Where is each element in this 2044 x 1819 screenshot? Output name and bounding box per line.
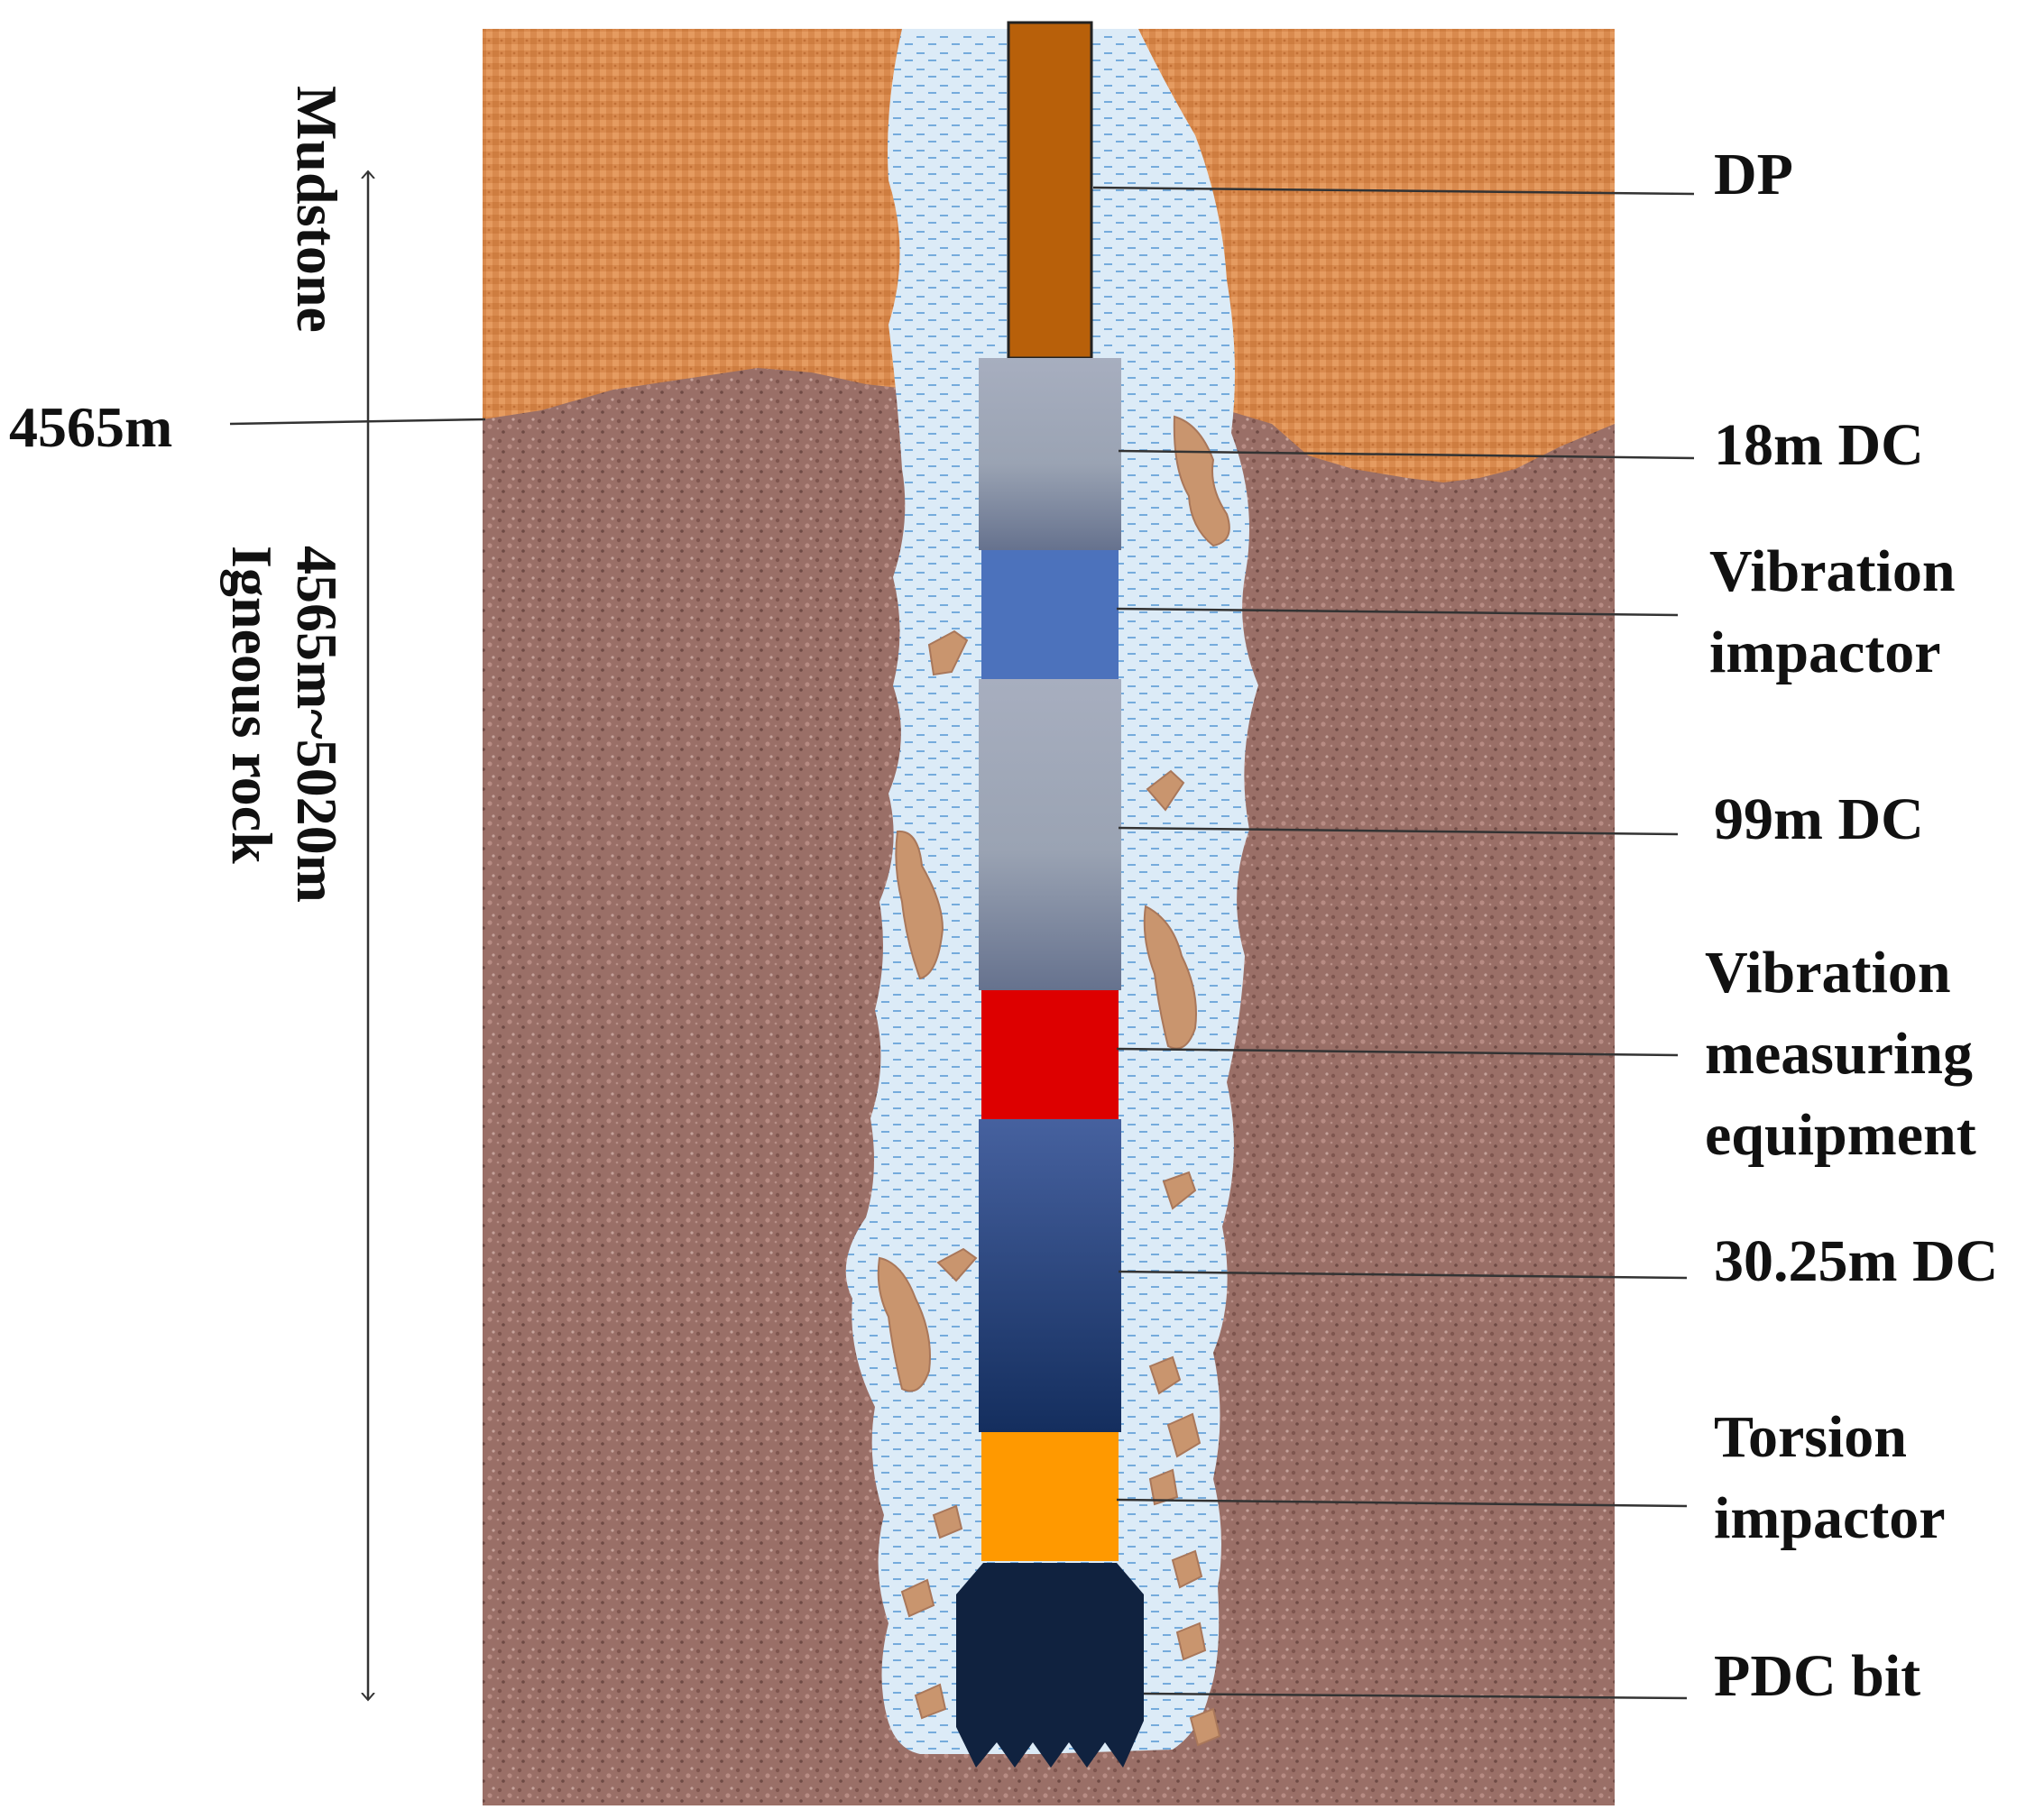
dp-pipe — [1007, 21, 1093, 360]
pdc-bit — [956, 1563, 1144, 1768]
cutting — [1143, 905, 1197, 1050]
component-label: Torsion — [1714, 1404, 1907, 1470]
leader-line — [1118, 1270, 1688, 1280]
torsion-impactor — [981, 1432, 1119, 1561]
boundary-leader-line — [229, 418, 486, 426]
component-label: PDC bit — [1714, 1643, 1920, 1709]
component-labels: DP 18m DC Vibration impactor 99m DC Vibration… — [1092, 142, 1998, 1709]
component-label: Vibration — [1709, 538, 1956, 604]
component-label: 99m DC — [1714, 786, 1924, 852]
cutting — [1175, 1621, 1207, 1661]
component-label: 30.25m DC — [1714, 1228, 1998, 1294]
cutting — [877, 1256, 931, 1392]
cutting — [1166, 1412, 1202, 1458]
mudstone-label: Mudstone — [285, 86, 349, 333]
cutting — [895, 830, 944, 980]
cutting — [936, 1247, 978, 1282]
leader-line — [1116, 1498, 1688, 1508]
component-label: equipment — [1705, 1102, 1976, 1168]
component-label: DP — [1714, 142, 1793, 207]
leader-line — [1118, 826, 1679, 836]
dc-30-25m — [979, 1119, 1121, 1432]
cutting — [927, 629, 969, 676]
rock-cuttings — [877, 415, 1230, 1747]
cutting — [1171, 1549, 1203, 1589]
leader-line — [1118, 449, 1695, 460]
interval-label: 4565m~5020m — [285, 546, 349, 903]
component-label: Vibration — [1705, 940, 1951, 1006]
component-label: 18m DC — [1714, 412, 1924, 478]
leader-line — [1116, 607, 1679, 617]
component-label: measuring — [1705, 1021, 1973, 1087]
cutting — [1173, 415, 1230, 547]
dc-99m — [979, 679, 1121, 990]
leader-line — [1143, 1692, 1688, 1700]
boundary-depth-label: 4565m — [9, 395, 172, 459]
dc-18m — [979, 358, 1121, 550]
component-label: impactor — [1709, 620, 1941, 685]
vibration-measuring-equipment — [981, 990, 1119, 1119]
cutting — [1189, 1707, 1221, 1747]
leader-line — [1116, 1047, 1679, 1057]
cutting — [1148, 1468, 1179, 1506]
cutting — [1148, 1355, 1182, 1395]
cutting — [914, 1683, 947, 1720]
vibration-impactor — [981, 550, 1119, 679]
component-label: impactor — [1714, 1485, 1946, 1551]
leader-line — [1092, 186, 1695, 196]
cutting — [1146, 769, 1185, 812]
cutting — [900, 1578, 935, 1618]
cutting — [1162, 1171, 1197, 1210]
cutting — [932, 1504, 963, 1539]
igneous-rock-label: Igneous rock — [220, 546, 284, 864]
